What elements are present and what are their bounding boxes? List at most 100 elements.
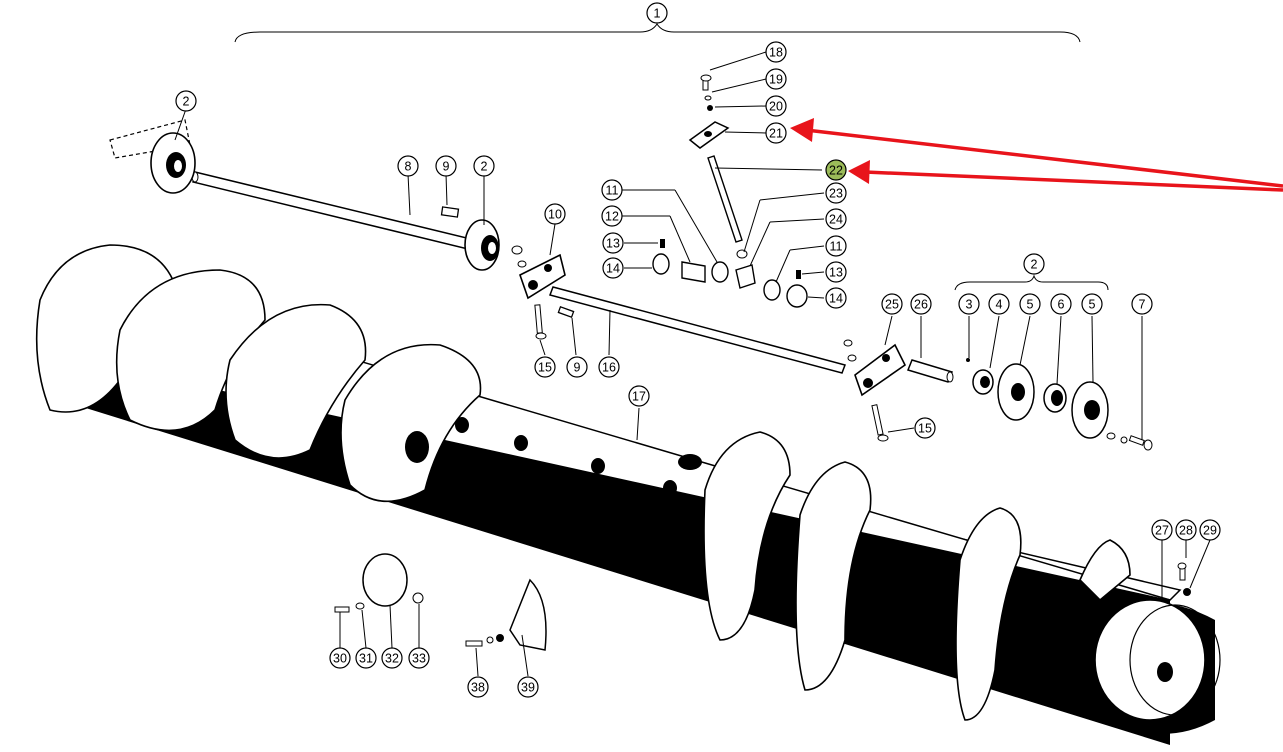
callout-7: 7 — [1131, 293, 1153, 315]
callout-27: 27 — [1151, 519, 1173, 541]
callout-label: 14 — [606, 262, 620, 276]
callout-label: 12 — [605, 210, 619, 224]
callout-label: 8 — [405, 160, 412, 174]
bolt-15-right — [871, 404, 889, 442]
callout-circle — [329, 647, 351, 669]
shaft-16 — [549, 286, 846, 374]
assembly-bracket-1 — [234, 23, 1081, 43]
callout-2: 2 — [473, 155, 495, 177]
callout-label: 31 — [359, 652, 373, 666]
callout-label: 18 — [769, 46, 783, 60]
callout-label: 2 — [1031, 258, 1038, 272]
hanger-bearing-10 — [519, 253, 566, 300]
callout-28: 28 — [1175, 519, 1197, 541]
callout-38: 38 — [467, 676, 489, 698]
callout-circle — [1175, 519, 1197, 541]
callout-circle — [765, 68, 787, 90]
callout-label: 38 — [471, 681, 485, 695]
callout-label: 20 — [769, 100, 783, 114]
callout-circle — [988, 293, 1010, 315]
callout-19: 19 — [765, 68, 787, 90]
callout-24: 24 — [825, 208, 847, 230]
shaft-8 — [191, 171, 476, 251]
hanger-bearing-25 — [854, 343, 907, 397]
callout-circle — [355, 647, 377, 669]
auger-flights-left — [35, 244, 482, 503]
callout-9: 9 — [435, 155, 457, 177]
callout-label: 10 — [548, 208, 562, 222]
callout-14: 14 — [825, 287, 847, 309]
callout-label: 15 — [918, 422, 932, 436]
key-9-lower — [557, 305, 575, 319]
callout-13: 13 — [825, 261, 847, 283]
callout-2: 2 — [1023, 253, 1045, 275]
callout-17: 17 — [628, 385, 650, 407]
callout-circle — [825, 208, 847, 230]
callout-circle — [601, 205, 623, 227]
callout-label: 7 — [1139, 298, 1146, 312]
callout-label: 11 — [606, 184, 619, 198]
callout-circle — [825, 182, 847, 204]
callout-label: 22 — [829, 164, 843, 178]
callout-circle — [602, 257, 624, 279]
callout-label: 3 — [966, 298, 973, 312]
callout-1: 1 — [646, 2, 668, 24]
flange-bearing-left — [109, 119, 196, 194]
callout-circle — [1131, 293, 1153, 315]
callout-11: 11 — [601, 179, 623, 201]
callout-circle — [1023, 253, 1045, 275]
callout-label: 26 — [914, 298, 928, 312]
callout-3: 3 — [958, 293, 980, 315]
callout-circle — [175, 90, 197, 112]
callout-label: 2 — [183, 95, 190, 109]
callout-label: 33 — [412, 652, 426, 666]
callout-circle — [958, 293, 980, 315]
callout-circle — [397, 155, 419, 177]
callout-circle — [825, 261, 847, 283]
small-parts-bottom — [334, 553, 1191, 651]
flange-bearing-mid — [464, 219, 500, 271]
callout-circle — [1151, 519, 1173, 541]
callout-6: 6 — [1050, 293, 1072, 315]
callout-circle — [408, 647, 430, 669]
callout-label: 39 — [521, 681, 535, 695]
bearing-stack-right — [966, 358, 1153, 451]
callout-11: 11 — [825, 235, 847, 257]
key-9-upper — [440, 206, 460, 218]
callout-circle — [628, 385, 650, 407]
callout-9: 9 — [566, 356, 588, 378]
callout-circle — [435, 155, 457, 177]
callout-circle — [765, 41, 787, 63]
callout-31: 31 — [355, 647, 377, 669]
callout-label: 16 — [602, 361, 616, 375]
callout-circle — [765, 122, 787, 144]
callout-circle — [601, 179, 623, 201]
callout-23: 23 — [825, 182, 847, 204]
callout-16: 16 — [598, 356, 620, 378]
callout-circle — [602, 232, 624, 254]
red-arrows — [790, 118, 1283, 192]
callout-label: 11 — [830, 240, 843, 254]
callout-5: 5 — [1019, 293, 1041, 315]
callout-label: 9 — [443, 160, 450, 174]
callout-29: 29 — [1199, 519, 1221, 541]
callout-10: 10 — [544, 203, 566, 225]
callout-18: 18 — [765, 41, 787, 63]
callout-25: 25 — [881, 293, 903, 315]
callout-circle — [765, 95, 787, 117]
callout-12: 12 — [601, 205, 623, 227]
callout-circle — [467, 676, 489, 698]
drive-parts-cluster — [652, 74, 808, 308]
callout-20: 20 — [765, 95, 787, 117]
callout-circle — [544, 203, 566, 225]
callout-label: 21 — [769, 127, 783, 141]
callout-label: 23 — [829, 187, 843, 201]
callout-label: 9 — [574, 361, 581, 375]
callout-2: 2 — [175, 90, 197, 112]
callout-label: 24 — [829, 213, 843, 227]
callout-label: 14 — [829, 292, 843, 306]
callout-label: 15 — [538, 361, 552, 375]
nuts-10 — [511, 245, 527, 268]
callout-8: 8 — [397, 155, 419, 177]
